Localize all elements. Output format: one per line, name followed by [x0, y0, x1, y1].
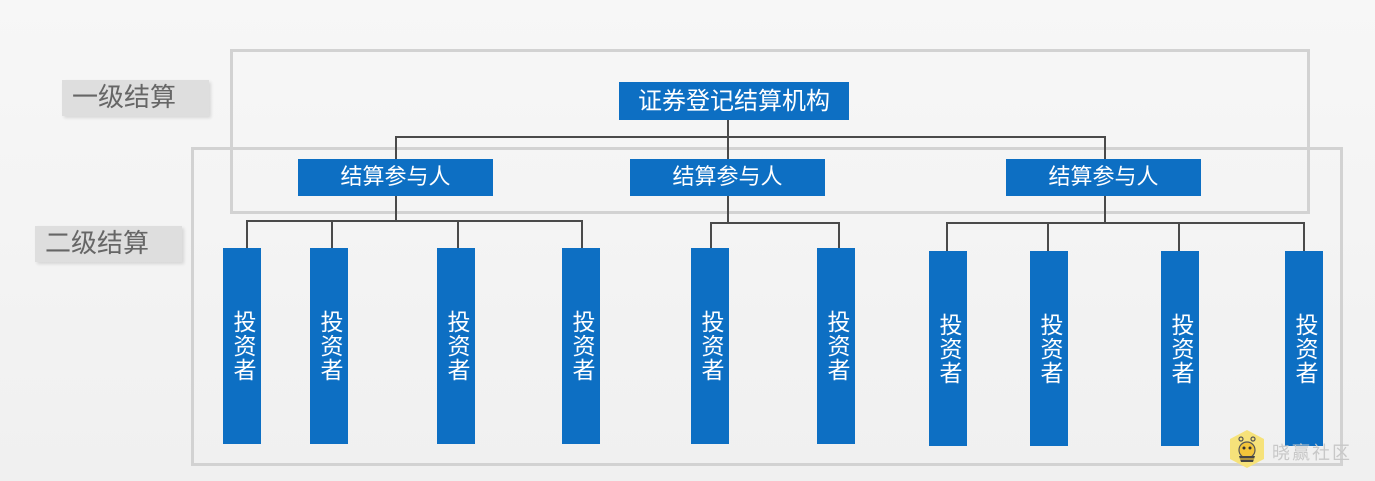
connector-line [246, 220, 582, 222]
connector-line [946, 222, 1305, 224]
first-level-frame [230, 49, 1310, 214]
participant-node: 结算参与人 [1006, 159, 1201, 196]
connector-line [1047, 222, 1049, 251]
connector-line [710, 222, 712, 248]
participant-node: 结算参与人 [630, 159, 825, 196]
root-node: 证券登记结算机构 [619, 82, 849, 120]
connector-line [838, 222, 840, 248]
investor-node: 投资者 [223, 248, 261, 444]
connector-line [395, 196, 397, 221]
connector-line [457, 220, 459, 248]
connector-line [710, 222, 839, 224]
bee-icon [1226, 428, 1268, 475]
second-level-frame [191, 147, 1343, 466]
connector-line [331, 220, 333, 248]
watermark: 晓赢社区 [1226, 428, 1352, 475]
connector-line [395, 136, 1105, 138]
level-label-first: 一级结算 [62, 80, 209, 116]
investor-node: 投资者 [310, 248, 348, 444]
investor-node: 投资者 [817, 248, 855, 444]
investor-node: 投资者 [1285, 251, 1323, 446]
connector-line [1104, 196, 1106, 223]
watermark-text: 晓赢社区 [1272, 442, 1352, 464]
investor-node: 投资者 [691, 248, 729, 444]
investor-node: 投资者 [1030, 251, 1068, 446]
investor-node: 投资者 [1161, 251, 1199, 446]
level-label-second: 二级结算 [35, 226, 182, 262]
investor-node: 投资者 [929, 251, 967, 446]
connector-line [727, 119, 729, 137]
participant-node: 结算参与人 [298, 159, 493, 196]
connector-line [246, 220, 248, 248]
connector-line [946, 222, 948, 251]
connector-line [1104, 136, 1106, 159]
connector-line [727, 136, 729, 159]
investor-node: 投资者 [437, 248, 475, 444]
connector-line [727, 196, 729, 223]
connector-line [1178, 222, 1180, 251]
investor-node: 投资者 [562, 248, 600, 444]
connector-line [395, 136, 397, 159]
connector-line [1303, 222, 1305, 251]
connector-line [581, 220, 583, 248]
